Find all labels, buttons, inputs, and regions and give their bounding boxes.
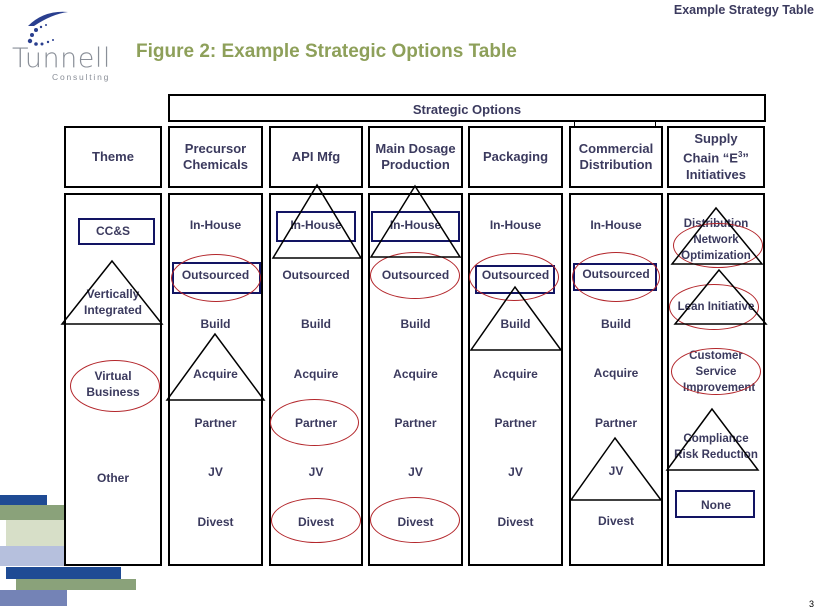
option-outsourced: Outsourced — [282, 268, 350, 282]
option-in-house: In-House — [590, 218, 642, 232]
col-header-commercial: Commercial Distribution — [569, 126, 663, 188]
slide-title: Example Strategy Table — [673, 3, 814, 17]
none-rect-marker — [675, 490, 755, 518]
option-jv: JV — [508, 465, 523, 479]
col-header-packaging: Packaging — [468, 126, 563, 188]
theme-item: Other — [96, 471, 129, 485]
option-build: Build — [601, 317, 631, 331]
col-header-precursor: Precursor Chemicals — [168, 126, 263, 188]
option-jv: JV — [408, 465, 423, 479]
option-partner: Partner — [194, 416, 237, 430]
option-build: Build — [400, 317, 431, 331]
col-header-api: API Mfg — [269, 126, 363, 188]
option-partner: Partner — [394, 416, 437, 430]
dosage-inhouse-rect-marker — [371, 211, 460, 242]
theme-item: Vertically Integrated — [83, 287, 142, 317]
option-acquire: Acquire — [593, 366, 639, 380]
dosage-outsourced-ellipse-marker — [370, 252, 460, 299]
col-header-theme: Theme — [64, 126, 162, 188]
dosage-divest-ellipse-marker — [370, 497, 460, 543]
option-divest: Divest — [497, 515, 534, 529]
supply-item: None — [701, 498, 731, 512]
commercial-outsourced-ellipse-marker — [572, 252, 660, 302]
option-in-house: In-House — [189, 218, 242, 232]
option-acquire: Acquire — [493, 367, 538, 381]
option-build: Build — [200, 317, 231, 331]
option-in-house: In-House — [389, 218, 442, 232]
supply-network-ellipse-marker — [673, 223, 763, 268]
page-number: 3 — [808, 599, 814, 609]
option-build: Build — [301, 317, 331, 331]
cc-s-rect-marker — [78, 218, 155, 245]
figure-title: Figure 2: Example Strategic Options Tabl… — [136, 41, 517, 62]
option-acquire: Acquire — [193, 367, 238, 381]
option-acquire: Acquire — [293, 367, 339, 381]
strategic-options-header: Strategic Options — [168, 94, 766, 122]
option-partner: Partner — [594, 416, 638, 430]
logo-wordmark: Tunnell — [12, 43, 111, 74]
packaging-outsourced-ellipse-marker — [469, 253, 559, 301]
api-inhouse-rect-marker — [276, 211, 356, 242]
option-jv: JV — [608, 464, 624, 478]
theme-item: CC&S — [95, 224, 130, 238]
option-jv: JV — [308, 465, 324, 479]
option-in-house: In-House — [489, 218, 542, 232]
theme-item: Virtual Business — [86, 369, 140, 399]
option-build: Build — [500, 317, 531, 331]
option-acquire: Acquire — [393, 367, 438, 381]
option-partner: Partner — [494, 416, 537, 430]
option-divest: Divest — [197, 515, 234, 529]
swoosh-dots-icon — [27, 11, 68, 46]
supply-lean-ellipse-marker — [669, 284, 759, 330]
supply-customer-ellipse-marker — [671, 348, 761, 395]
option-divest: Divest — [597, 514, 635, 528]
logo-subtitle: Consulting — [52, 72, 111, 82]
strategic-options-label: Strategic Options — [412, 102, 522, 117]
header-connector — [574, 121, 656, 127]
virtual-business-ellipse-marker — [70, 360, 160, 412]
option-in-house: In-House — [290, 218, 342, 232]
precursor-outsourced-ellipse-marker — [171, 254, 261, 302]
api-divest-ellipse-marker — [271, 498, 361, 543]
api-partner-ellipse-marker — [270, 399, 359, 446]
option-jv: JV — [208, 465, 223, 479]
